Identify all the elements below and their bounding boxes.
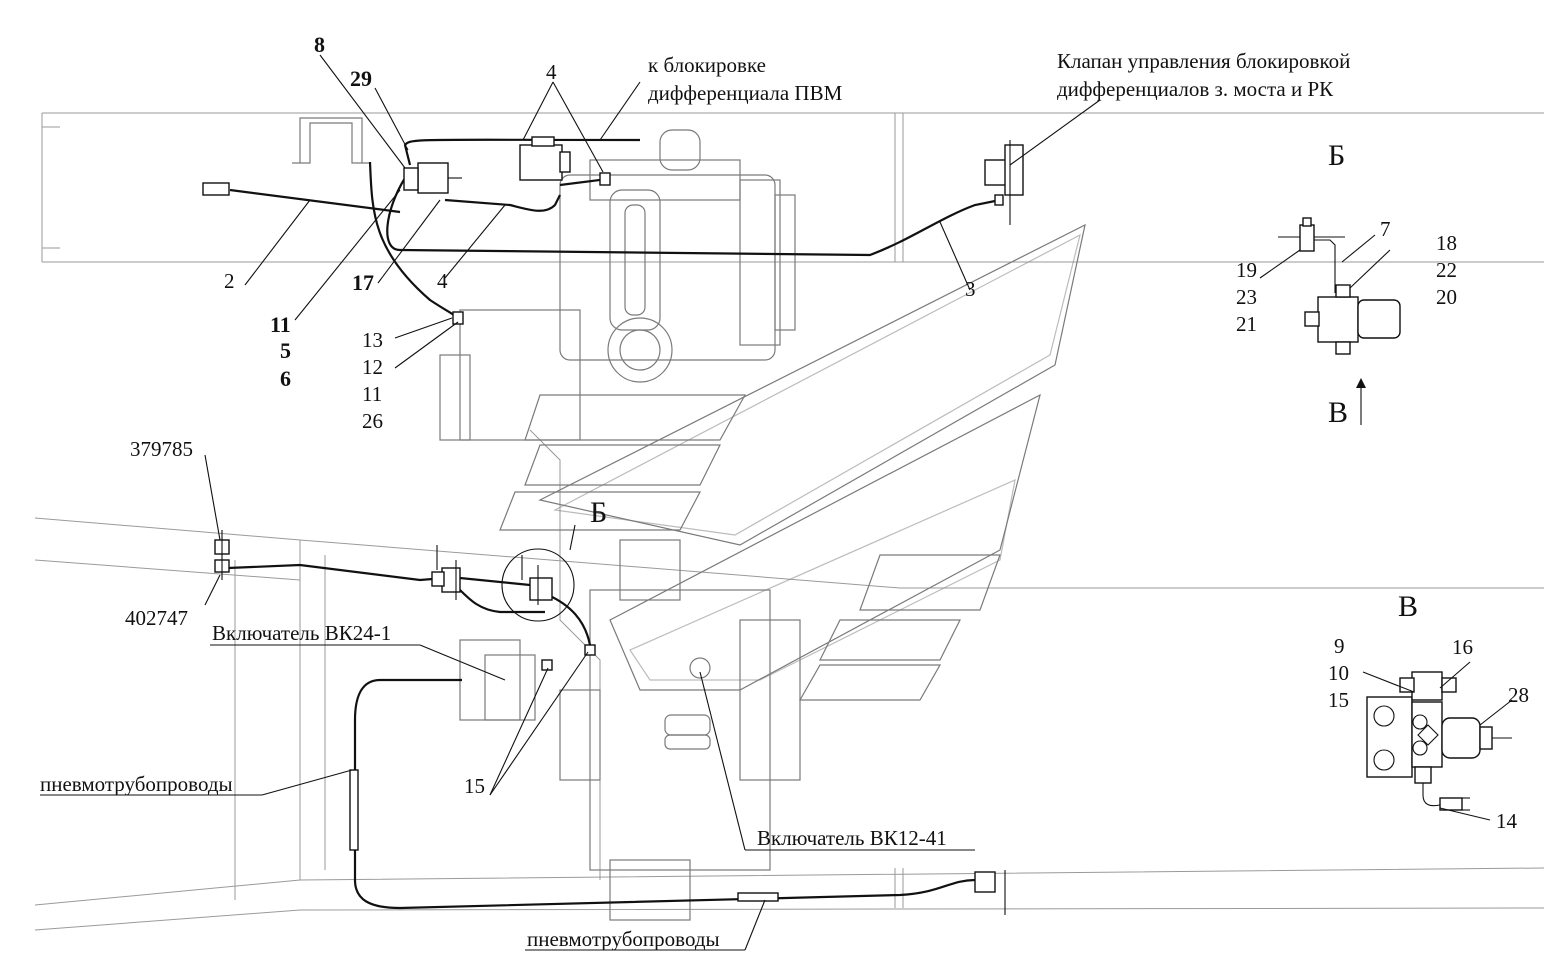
label-b20: 20 [1436, 285, 1457, 309]
label-4-bottom: 4 [437, 269, 448, 293]
label-11-bold: 11 [270, 312, 291, 337]
labels: 8 29 4 к блокировке дифференциала ПВМ Кл… [40, 32, 1529, 951]
label-v10: 10 [1328, 661, 1349, 685]
label-v16: 16 [1452, 635, 1473, 659]
label-8: 8 [314, 32, 325, 57]
note-pneumo-bottom: пневмотрубопроводы [527, 927, 720, 951]
label-6: 6 [280, 366, 291, 391]
label-b19: 19 [1236, 258, 1257, 282]
label-15: 15 [464, 774, 485, 798]
label-379785: 379785 [130, 437, 193, 461]
note-switch-vk12: Включатель ВК12-41 [757, 826, 947, 850]
note-switch-vk24: Включатель ВК24-1 [212, 621, 391, 645]
note-valve-line2: дифференциалов з. моста и РК [1057, 77, 1334, 101]
pneumatic-pipes [227, 138, 1001, 910]
label-v9: 9 [1334, 634, 1345, 658]
label-b18: 18 [1436, 231, 1457, 255]
devices [202, 136, 1024, 915]
frame-rails [34, 112, 1544, 931]
callout-view-b: Б [590, 496, 607, 529]
label-4-top: 4 [546, 60, 557, 84]
view-v-detail [1362, 661, 1513, 821]
label-v28: 28 [1508, 683, 1529, 707]
label-b22: 22 [1436, 258, 1457, 282]
title-view-v: В [1398, 590, 1418, 623]
label-b23: 23 [1236, 285, 1257, 309]
label-17: 17 [352, 270, 374, 295]
note-pvm-line1: к блокировке [648, 53, 766, 77]
label-12: 12 [362, 355, 383, 379]
note-pneumo-left: пневмотрубопроводы [40, 772, 233, 796]
leader-lines [40, 54, 1101, 951]
label-5: 5 [280, 338, 291, 363]
arrow-view-v: В [1328, 396, 1348, 429]
transfer-case [439, 129, 801, 921]
label-v15: 15 [1328, 688, 1349, 712]
label-11: 11 [362, 382, 382, 406]
label-29: 29 [350, 66, 372, 91]
label-402747: 402747 [125, 606, 188, 630]
note-pvm-line2: дифференциала ПВМ [648, 81, 843, 105]
label-3: 3 [965, 277, 976, 301]
label-13: 13 [362, 328, 383, 352]
label-b7: 7 [1380, 217, 1391, 241]
title-view-b: Б [1328, 139, 1345, 172]
chevron-plates [499, 223, 1086, 701]
view-b-detail [1259, 217, 1401, 425]
label-v14: 14 [1496, 809, 1518, 833]
note-valve-line1: Клапан управления блокировкой [1057, 49, 1350, 73]
label-b21: 21 [1236, 312, 1257, 336]
label-26: 26 [362, 409, 383, 433]
label-2: 2 [224, 269, 235, 293]
